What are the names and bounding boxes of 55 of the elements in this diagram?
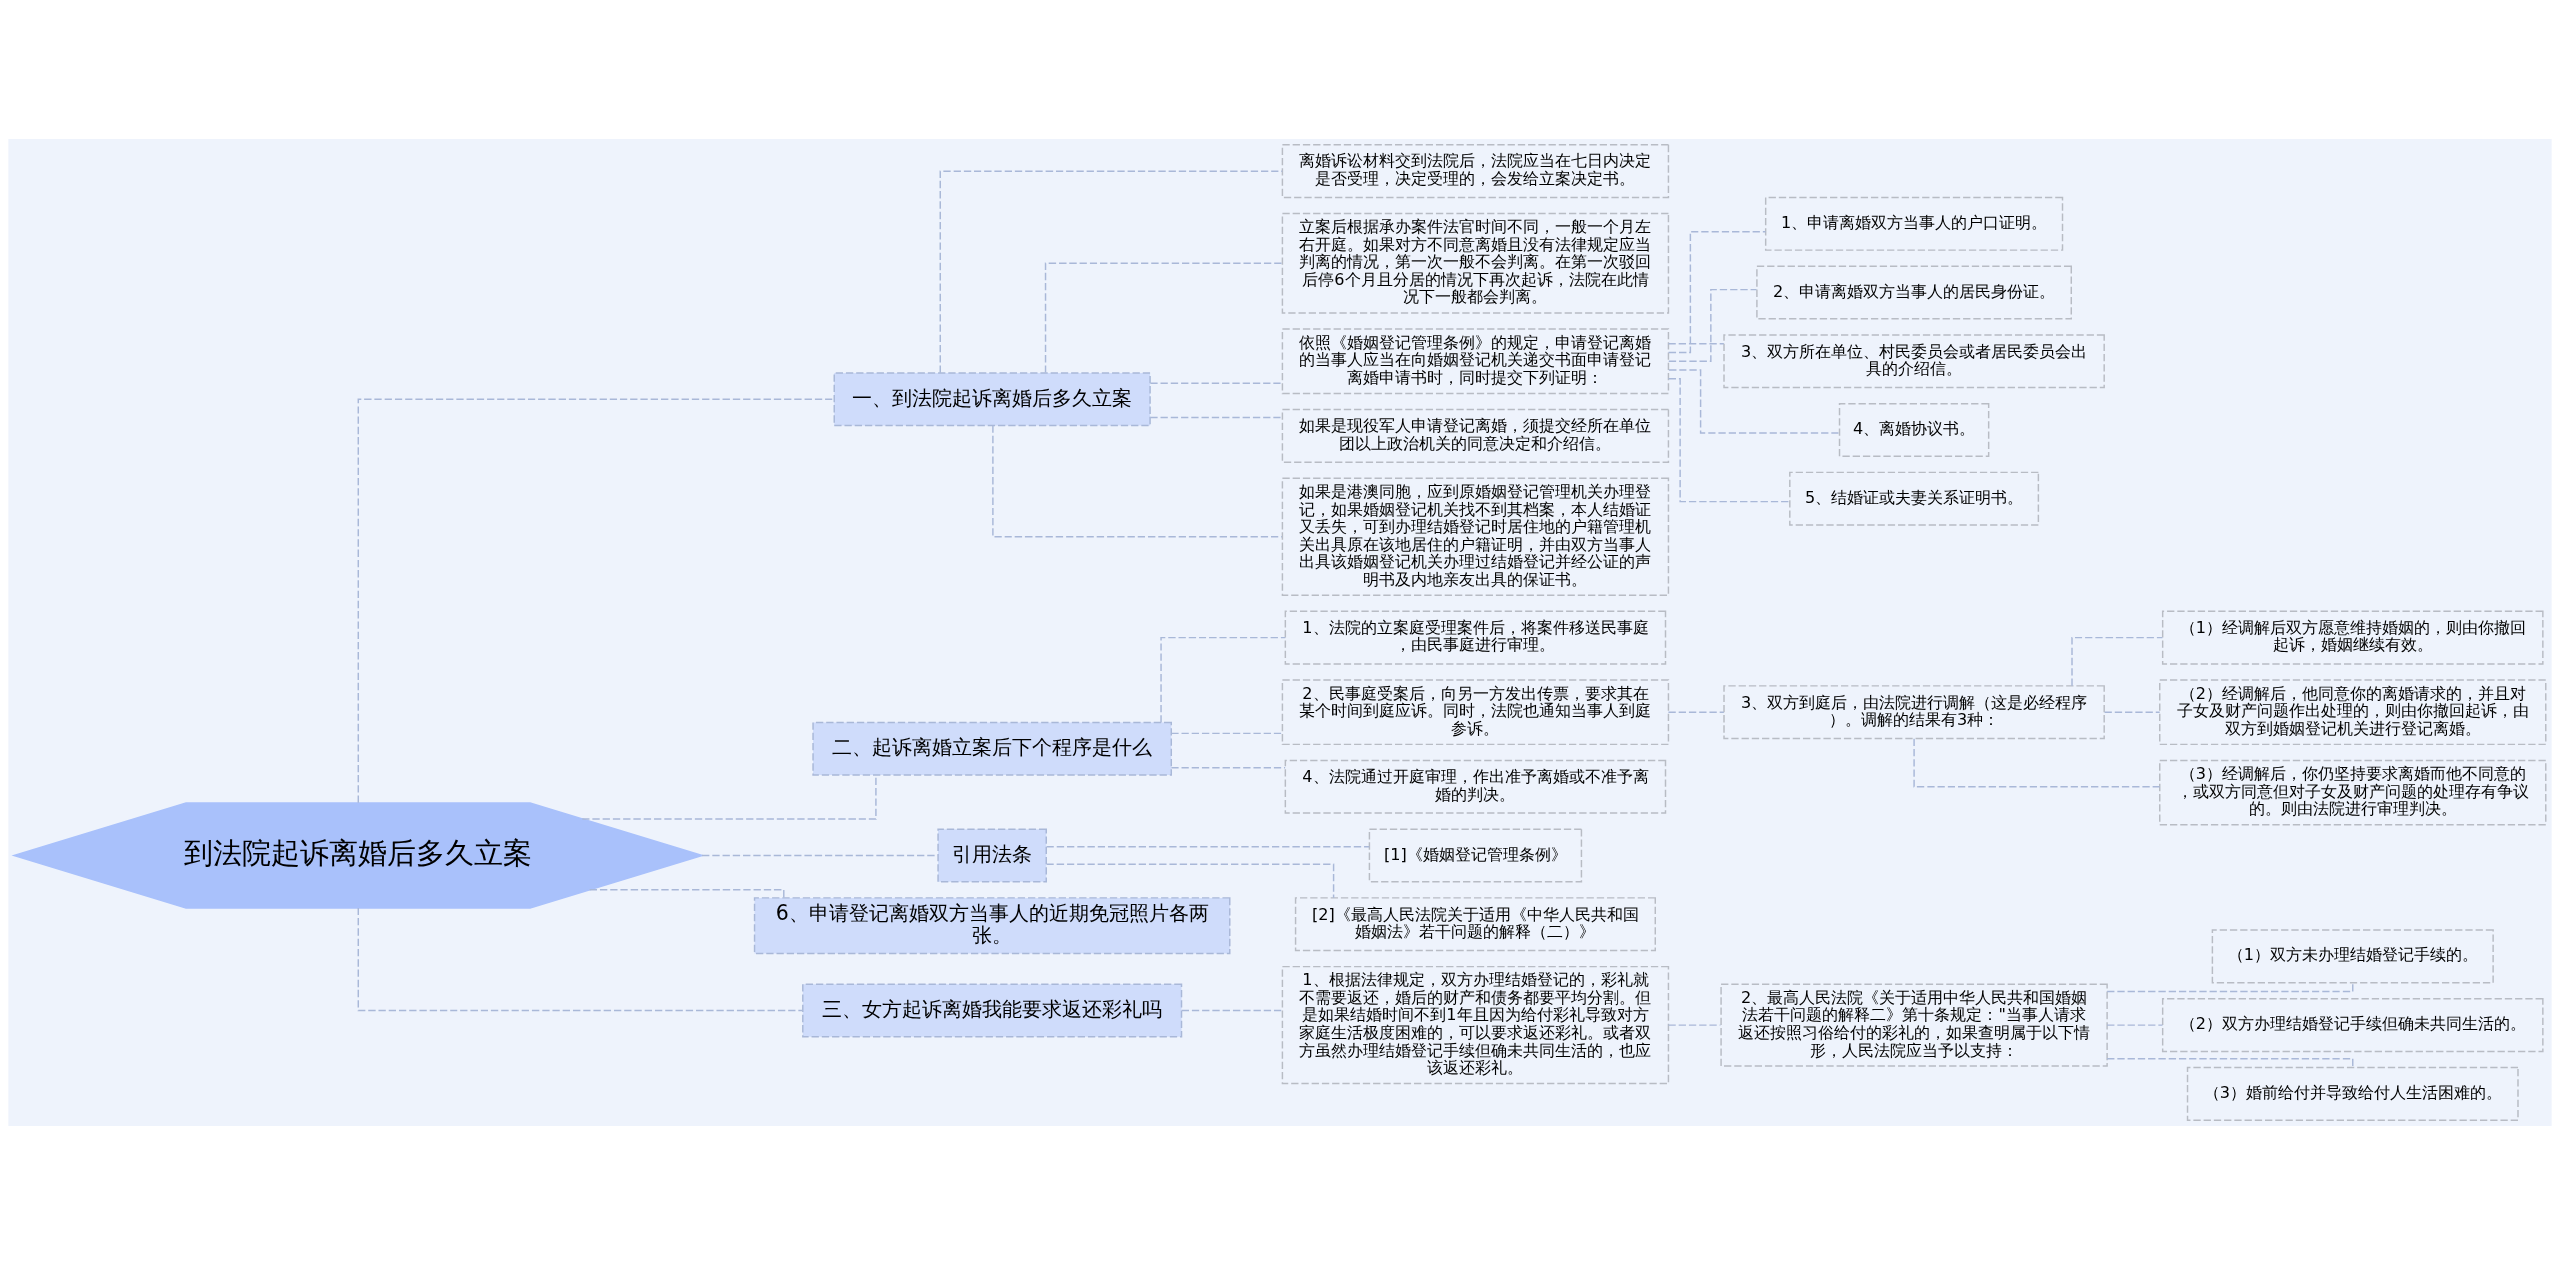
connector xyxy=(1668,288,1758,362)
node-box: （1）双方未办理结婚登记手续的。 xyxy=(2211,929,2494,984)
node-box: 4、法院通过开庭审理，作出准予离婚或不准予离婚的判决。 xyxy=(1284,759,1667,814)
connector xyxy=(1149,382,1283,384)
node-box: 1、法院的立案庭受理案件后，将案件移送民事庭，由民事庭进行审理。 xyxy=(1284,610,1667,665)
connector xyxy=(2071,636,2164,687)
connector xyxy=(939,170,1283,374)
node-box: 1、申请离婚双方当事人的户口证明。 xyxy=(1764,196,2064,251)
node-box: 2、最高人民法院《关于适用中华人民共和国婚姻法若干问题的解释二》第十条规定："当事人请求返还按照习俗给付的彩礼的，如果查明属于以下情形，人民法院应当予以支持： xyxy=(1720,983,2108,1067)
node-box: 一、到法院起诉离婚后多久立案 xyxy=(833,372,1151,427)
node-box: 二、起诉离婚立案后下个程序是什么 xyxy=(812,721,1172,776)
node-box: （2）经调解后，他同意你的离婚请求的，并且对子女及财产问题作出处理的，则由你撤回起诉，由双方到婚姻登记机关进行登记离婚。 xyxy=(2159,679,2547,746)
node-box: 6、申请登记离婚双方当事人的近期免冠照片各两张。 xyxy=(753,897,1231,955)
connector xyxy=(1170,767,1286,769)
node-box: 3、双方到庭后，由法院进行调解（这是必经程序）。调解的结果有3种： xyxy=(1723,685,2105,740)
connector xyxy=(357,398,835,804)
connector xyxy=(1668,369,1841,434)
connector xyxy=(1044,262,1283,374)
connector xyxy=(2106,1058,2354,1068)
node-box: 5、结婚证或夫妻关系证明书。 xyxy=(1789,471,2040,526)
connector xyxy=(1045,846,1371,848)
node-box: [2]《最高人民法院关于适用《中华人民共和国婚姻法》若干问题的解释（二）》 xyxy=(1294,897,1656,952)
node-box: 依照《婚姻登记管理条例》的规定，申请登记离婚的当事人应当在向婚姻登记机关递交书面申请登记离婚申请书时，同时提交下列证明： xyxy=(1281,328,1670,395)
node-box: 4、离婚协议书。 xyxy=(1838,402,1990,458)
connector xyxy=(992,425,1283,538)
node-box: 1、根据法律规定，双方办理结婚登记的，彩礼就不需要返还，婚后的财产和债务都要平均分割。但是如果结婚时间不到1年且因为给付彩礼导致对方家庭生活极度困难的，可以要求返还彩礼。或者双方虽然办理结婚登记手续但确未共同生活的，也应该返还彩礼。 xyxy=(1281,965,1670,1085)
node-box: 如果是现役军人申请登记离婚，须提交经所在单位团以上政治机关的同意决定和介绍信。 xyxy=(1281,408,1670,463)
node-box: 3、双方所在单位、村民委员会或者居民委员会出具的介绍信。 xyxy=(1723,334,2105,389)
connector xyxy=(1170,732,1283,735)
connector xyxy=(1913,737,2161,788)
connector xyxy=(1667,342,1725,345)
connector xyxy=(2106,1024,2164,1026)
node-box: 如果是港澳同胞，应到原婚姻登记管理机关办理登记，如果婚姻登记机关找不到其档案，本人结婚证又丢失，可到办理结婚登记时居住地的户籍管理机关出具原在该地居住的户籍证明，并由双方当事人出具该婚姻登记机关办理过结婚登记并经公证的声明书及内地亲友出具的保证书。 xyxy=(1281,477,1670,596)
connector xyxy=(1181,1009,1284,1012)
connector xyxy=(2103,711,2161,713)
connector xyxy=(2106,982,2354,993)
node-box: 2、民事庭受案后，向另一方发出传票，要求其在某个时间到庭应诉。同时，法院也通知当事人到庭参诉。 xyxy=(1281,679,1670,746)
connector xyxy=(357,907,804,1012)
node-box: 2、申请离婚双方当事人的居民身份证。 xyxy=(1756,265,2072,320)
connector xyxy=(1667,378,1791,503)
node-box: （3）经调解后，你仍坚持要求离婚而他不同意的，或双方同意但对子女及财产问题的处理存有争议的。则由法院进行审理判决。 xyxy=(2159,759,2547,826)
node-box: （3）婚前给付并导致给付人生活困难的。 xyxy=(2186,1066,2519,1121)
connector xyxy=(1149,416,1283,419)
node-box: [1]《婚姻登记管理条例》 xyxy=(1368,828,1583,883)
node-box: （2）双方办理结婚登记手续但确未共同生活的。 xyxy=(2161,998,2544,1053)
connector xyxy=(1160,636,1287,724)
node-box: 立案后根据承办案件法官时间不同，一般一个月左右开庭。如果对方不同意离婚且没有法律规定应当判离的情况，第一次一般不会判离。在第一次驳回后停6个月且分居的情况下再次起诉，法院在此情况下一般都会判离。 xyxy=(1281,212,1670,314)
node-box: （1）经调解后双方愿意维持婚姻的，则由你撤回起诉，婚姻继续有效。 xyxy=(2161,610,2544,665)
connector xyxy=(1667,231,1767,354)
node-box: 三、女方起诉离婚我能要求返还彩礼吗 xyxy=(802,983,1183,1038)
connector xyxy=(1667,711,1725,713)
node-box: 引用法条 xyxy=(937,828,1047,883)
node-box: 离婚诉讼材料交到法院后，法院应当在七日内决定是否受理，决定受理的，会发给立案决定书。 xyxy=(1281,144,1670,199)
connector xyxy=(1045,863,1335,899)
connector xyxy=(588,889,785,899)
